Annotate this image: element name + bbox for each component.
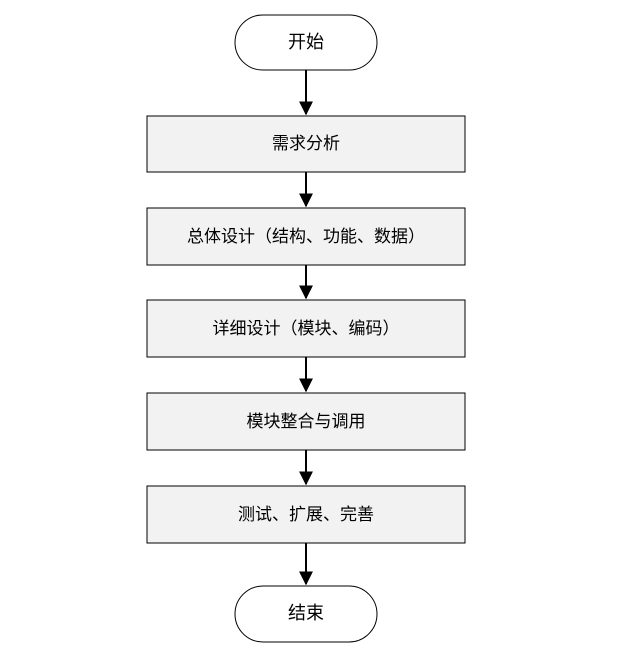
- start-node: 开始: [234, 14, 378, 71]
- step-5-label: 测试、扩展、完善: [238, 505, 374, 525]
- process-step-2: 总体设计（结构、功能、数据）: [146, 207, 466, 266]
- process-step-3: 详细设计（模块、编码）: [146, 299, 466, 358]
- process-step-1: 需求分析: [146, 115, 466, 173]
- start-label: 开始: [288, 32, 324, 53]
- end-label: 结束: [288, 603, 324, 624]
- end-node: 结束: [234, 585, 378, 643]
- step-2-label: 总体设计（结构、功能、数据）: [187, 227, 425, 247]
- step-3-label: 详细设计（模块、编码）: [213, 319, 400, 339]
- step-4-label: 模块整合与调用: [247, 412, 366, 432]
- step-1-label: 需求分析: [272, 134, 340, 154]
- process-step-5: 测试、扩展、完善: [146, 485, 466, 544]
- process-step-4: 模块整合与调用: [146, 392, 466, 451]
